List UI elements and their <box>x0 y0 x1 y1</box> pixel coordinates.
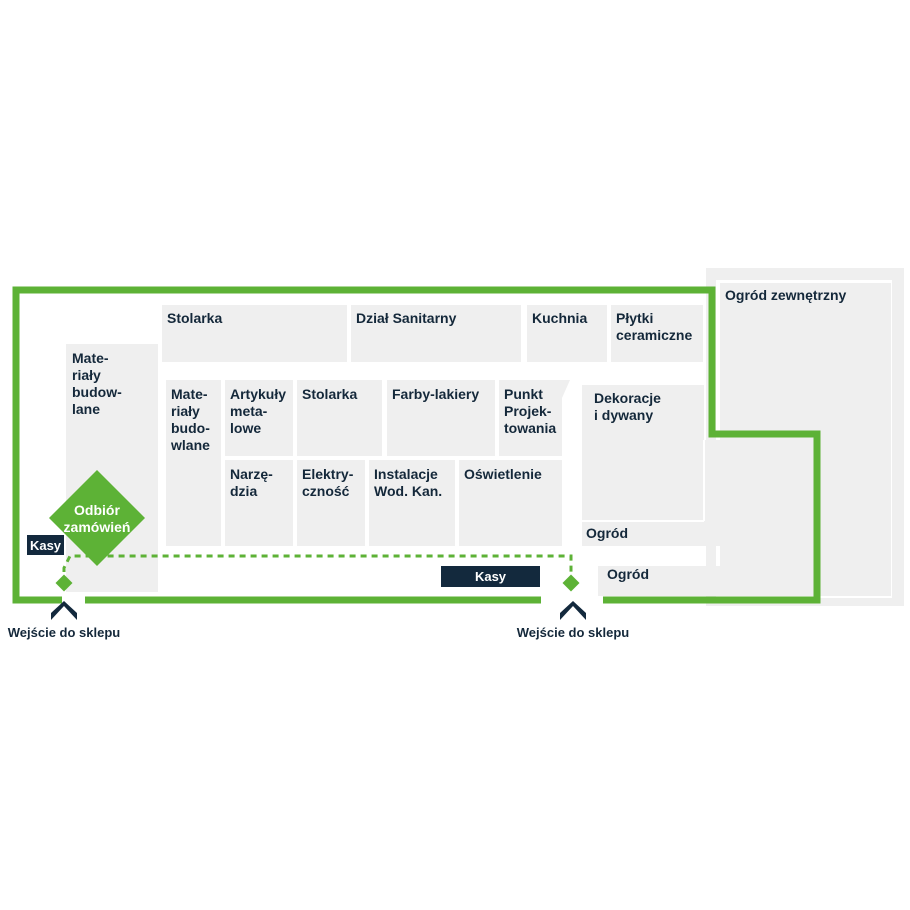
zone-label-kuchnia: Kuchnia <box>532 310 588 326</box>
outdoor-garden-fill <box>720 283 891 596</box>
checkout-center: Kasy <box>441 566 540 587</box>
zone-ogrod-bottom <box>598 566 807 596</box>
zone-stolarka-top <box>162 305 347 362</box>
zone-materialy-inner <box>166 380 221 546</box>
zone-label-ogrod-bottom: Ogród <box>607 566 649 582</box>
zone-label-ogrod-inner: Ogród <box>586 525 628 541</box>
zone-label-stolarka-top: Stolarka <box>167 310 223 326</box>
zone-elektrycznosc <box>297 460 365 546</box>
zone-plytki <box>611 305 703 362</box>
zone-label-dzial-sanitarny: Dział Sanitarny <box>356 310 457 326</box>
pickup-point <box>49 470 145 566</box>
entrance-left-label: Wejście do sklepu <box>7 625 121 640</box>
diamond-marker-icon <box>55 574 73 592</box>
zone-artykuly <box>225 380 293 456</box>
store-wall <box>12 286 821 604</box>
checkout-left: Kasy <box>27 535 64 555</box>
zone-stolarka-inner <box>297 380 382 456</box>
zone-label-materialy-left: Mate- riały budow- lane <box>72 350 122 417</box>
entry-arrow-icon <box>51 601 77 620</box>
zone-label-punkt: Punkt Projek- towania <box>504 386 557 436</box>
zone-punkt <box>499 380 570 456</box>
entrance-right-label: Wejście do sklepu <box>516 625 630 640</box>
zone-kuchnia <box>527 305 607 362</box>
zone-label-stolarka-inner: Stolarka <box>302 386 358 402</box>
zone-dekoracje-top <box>582 385 704 521</box>
zone-oswietlenie <box>459 460 562 546</box>
zone-instalacje <box>369 460 455 546</box>
zone-label-elektrycznosc: Elektry- czność <box>302 466 354 499</box>
zone-dzial-sanitarny <box>351 305 521 362</box>
zone-label-farby: Farby-lakiery <box>392 386 480 402</box>
zone-label-oswietlenie: Oświetlenie <box>464 466 542 482</box>
zone-farby <box>387 380 495 456</box>
zone-label-artykuly: Artykuły meta- lowe <box>230 386 287 436</box>
zone-narzedzia <box>225 460 293 546</box>
zone-label-plytki: Płytki ceramiczne <box>616 310 693 343</box>
zone-label-ogrod-zewnetrzny: Ogród zewnętrzny <box>725 287 847 303</box>
diamond-marker-icon <box>562 574 580 592</box>
pickup-point-label: Odbiór zamówień <box>63 502 131 535</box>
zone-label-narzedzia: Narzę- dzia <box>230 466 273 499</box>
zone-label-materialy-inner: Mate- riały budo- wlane <box>171 386 210 453</box>
zone-label-dekoracje: Dekoracje i dywany <box>594 390 661 423</box>
entry-arrow-icon <box>560 601 586 620</box>
zone-label-instalacje: Instalacje Wod. Kan. <box>374 466 443 499</box>
